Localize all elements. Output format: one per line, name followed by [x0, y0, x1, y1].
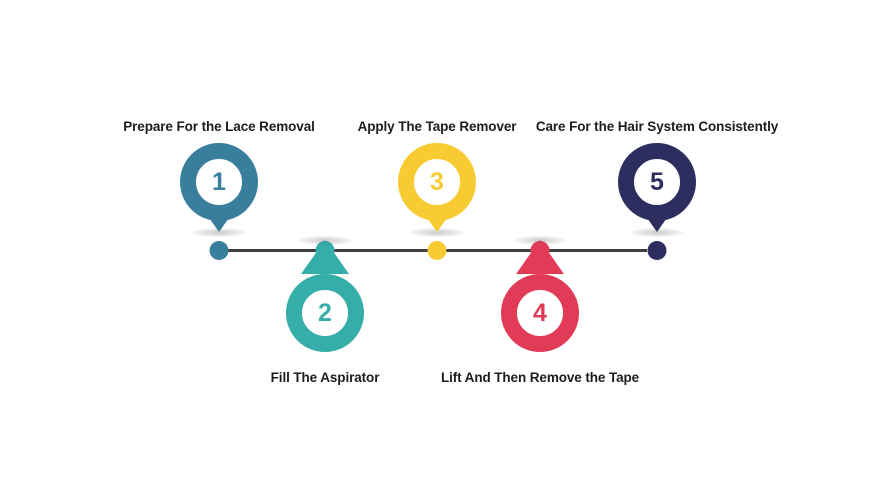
pin-number-5: 5: [650, 168, 664, 196]
pin-number-3: 3: [430, 168, 444, 196]
pin-number-4: 4: [533, 299, 547, 327]
timeline-dot-5[interactable]: [647, 241, 667, 260]
pin-tail-3: [413, 198, 461, 232]
pin-number-2: 2: [318, 299, 332, 327]
timeline-dot-1[interactable]: [209, 241, 229, 260]
pin-shadow-1: [192, 228, 246, 237]
pin-ring-4: [501, 274, 579, 352]
pin-tail-1: [195, 198, 243, 232]
pin-ring-2: [286, 274, 364, 352]
pin-shadow-3: [410, 228, 464, 237]
step-label-1: Prepare For the Lace Removal: [123, 119, 315, 134]
timeline-dot-2[interactable]: [315, 241, 335, 260]
pin-ring-5: [618, 143, 696, 221]
pin-tail-5: [633, 198, 681, 232]
pin-number-1: 1: [212, 168, 226, 196]
timeline-dot-3[interactable]: [427, 241, 447, 260]
pin-shadow-5: [630, 228, 684, 237]
step-label-4: Lift And Then Remove the Tape: [440, 370, 640, 385]
pin-ring-3: [398, 143, 476, 221]
step-label-3: Apply The Tape Remover: [357, 119, 517, 134]
pin-ring-1: [180, 143, 258, 221]
timeline-dot-4[interactable]: [530, 241, 550, 260]
step-label-5: Care For the Hair System Consistently: [535, 119, 779, 134]
step-label-2: Fill The Aspirator: [270, 370, 380, 385]
